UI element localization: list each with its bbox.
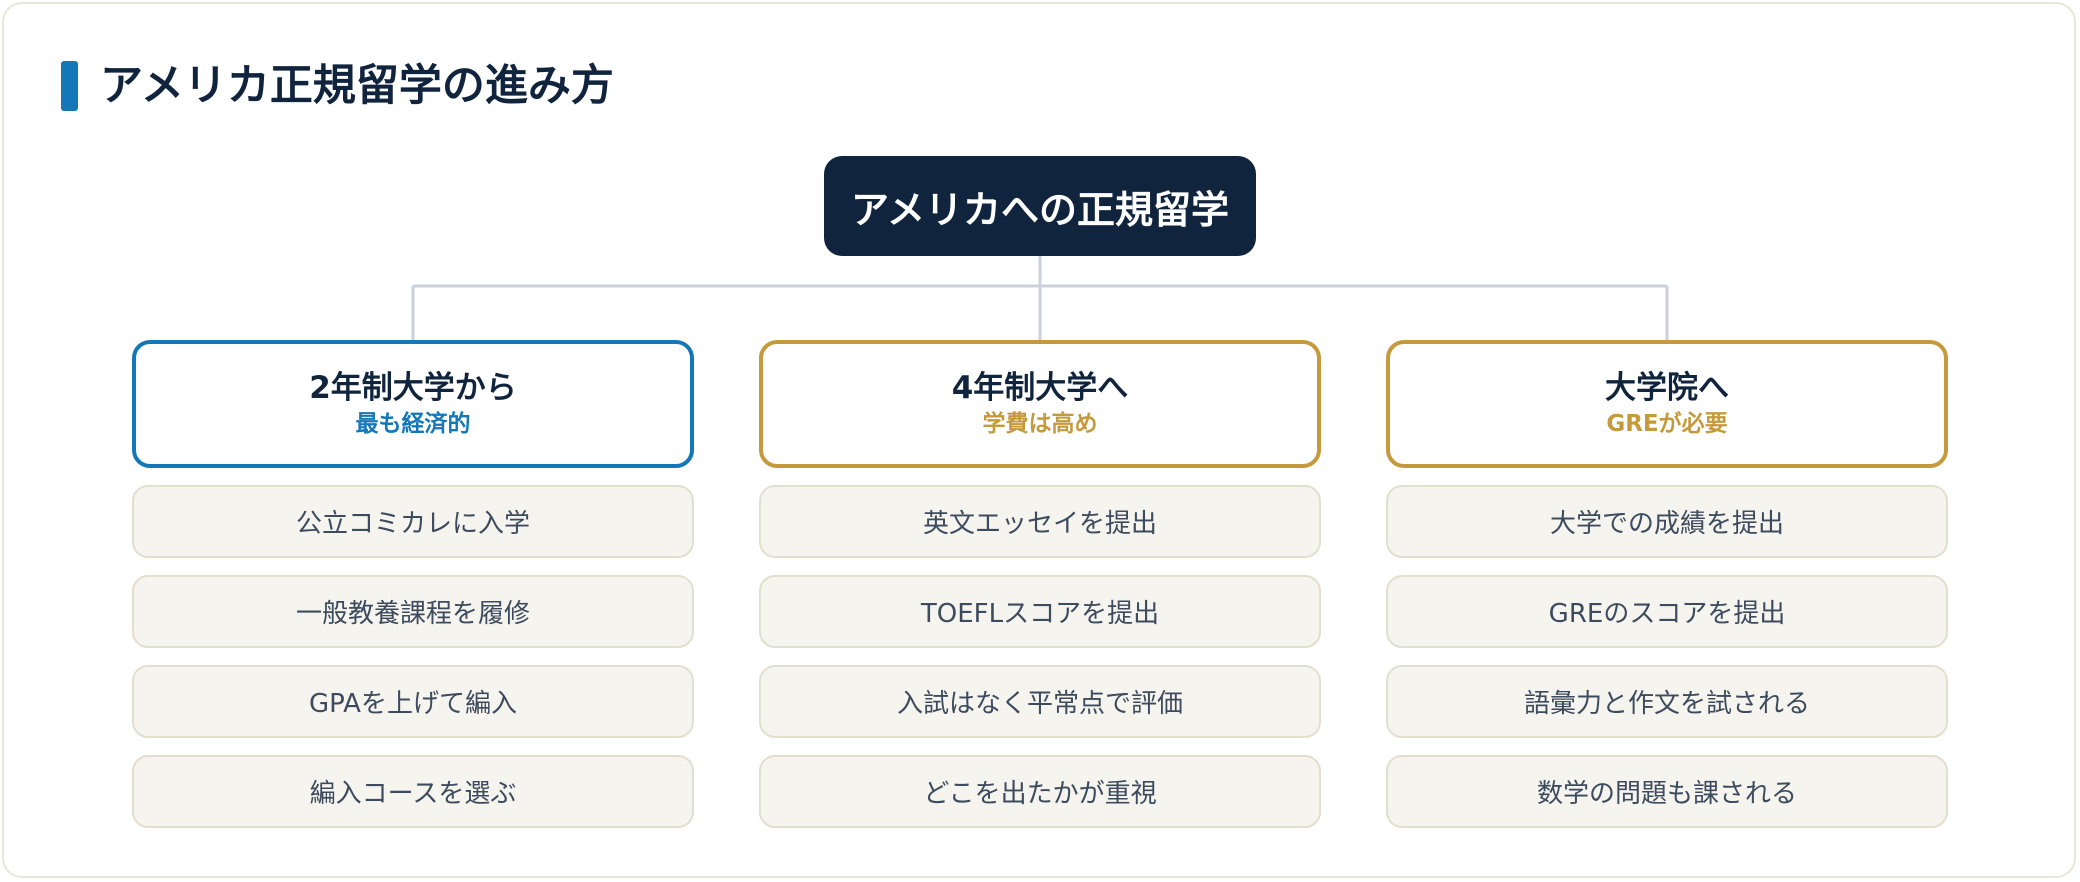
step-item: GREのスコアを提出 bbox=[1386, 575, 1948, 648]
title-accent-bar bbox=[61, 61, 78, 111]
step-item: 編入コースを選ぶ bbox=[132, 755, 694, 828]
step-item: 大学での成績を提出 bbox=[1386, 485, 1948, 558]
branch-subtitle: 学費は高め bbox=[982, 411, 1098, 437]
branch-two-year-college: 2年制大学から 最も経済的 bbox=[132, 340, 694, 468]
branch-title: 2年制大学から bbox=[309, 370, 517, 406]
branch-graduate-school: 大学院へ GREが必要 bbox=[1386, 340, 1948, 468]
step-item: GPAを上げて編入 bbox=[132, 665, 694, 738]
step-item: どこを出たかが重視 bbox=[759, 755, 1321, 828]
root-node: アメリカへの正規留学 bbox=[824, 156, 1256, 256]
step-item: 入試はなく平常点で評価 bbox=[759, 665, 1321, 738]
step-item: 数学の問題も課される bbox=[1386, 755, 1948, 828]
branch-four-year-university: 4年制大学へ 学費は高め bbox=[759, 340, 1321, 468]
step-item: 公立コミカレに入学 bbox=[132, 485, 694, 558]
branch-title: 大学院へ bbox=[1605, 370, 1729, 406]
branch-title: 4年制大学へ bbox=[951, 370, 1129, 406]
page-title: アメリカ正規留学の進み方 bbox=[100, 61, 614, 111]
branch-subtitle: GREが必要 bbox=[1606, 411, 1728, 437]
step-item: 英文エッセイを提出 bbox=[759, 485, 1321, 558]
step-item: 一般教養課程を履修 bbox=[132, 575, 694, 648]
step-item: 語彙力と作文を試される bbox=[1386, 665, 1948, 738]
branch-subtitle: 最も経済的 bbox=[355, 411, 471, 437]
step-item: TOEFLスコアを提出 bbox=[759, 575, 1321, 648]
